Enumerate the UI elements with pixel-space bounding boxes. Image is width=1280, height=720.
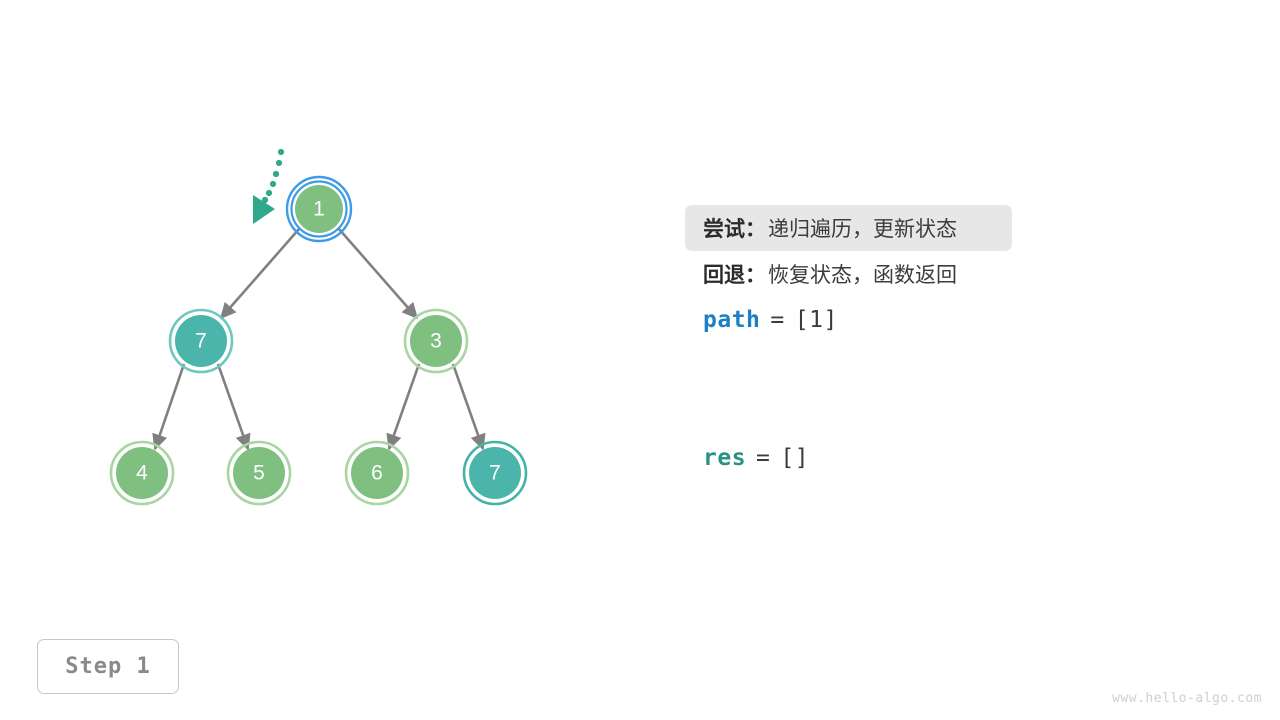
edge-1-to-7 [219,228,300,320]
recursion-pointer [253,148,285,224]
edge-3-to-6 [386,363,421,451]
tree-nodes: 1 7 3 4 5 6 [109,175,528,506]
retreat-value: 恢复状态，函数返回 [768,263,957,287]
node-ring-inner [290,180,348,238]
panel-spacer [685,343,1245,389]
node-circle [116,447,168,499]
node-circle [295,185,343,233]
pointer-dot [269,180,277,188]
attempt-status-line: 尝试： 递归遍历，更新状态 [685,205,1012,251]
edge-1-to-3 [338,228,419,320]
node-ring [109,440,175,506]
pointer-arrowhead-icon [253,195,275,224]
tree-node-1[interactable]: 1 [285,175,353,243]
attempt-value: 递归遍历，更新状态 [768,217,957,241]
node-label: 5 [253,462,265,485]
attempt-label: 尝试： [703,217,766,241]
tree-node-6[interactable]: 6 [344,440,410,506]
tree-edges [152,228,486,451]
tree-node-7-left[interactable]: 7 [168,308,234,374]
node-ring-active [285,175,353,243]
pointer-dot [261,196,269,204]
node-ring [226,440,292,506]
res-equals: = [756,445,771,471]
retreat-label: 回退： [703,263,766,287]
node-circle [351,447,403,499]
pointer-dot [275,159,283,167]
res-variable-line: res = [] [685,435,1245,481]
node-ring [168,308,234,374]
tree-node-4[interactable]: 4 [109,440,175,506]
node-circle [469,447,521,499]
node-label: 7 [489,462,501,485]
path-variable-line: path = [1] [685,297,1245,343]
tree-diagram: 1 7 3 4 5 6 [109,148,528,506]
node-ring [403,308,469,374]
pointer-dot [272,170,280,178]
path-variable-value: [1] [794,307,838,333]
edge-7-to-5 [216,363,251,451]
pointer-dot [277,148,285,156]
node-circle [175,315,227,367]
tree-node-3[interactable]: 3 [403,308,469,374]
tree-node-5[interactable]: 5 [226,440,292,506]
node-ring [344,440,410,506]
pointer-dot [265,189,273,197]
node-label: 7 [195,330,207,353]
info-panel: 尝试： 递归遍历，更新状态 回退： 恢复状态，函数返回 path = [1] r… [685,205,1245,481]
step-badge: Step 1 [37,639,179,694]
node-circle [233,447,285,499]
edge-7-to-4 [152,363,186,451]
watermark: www.hello-algo.com [1112,691,1262,706]
tree-node-7-right[interactable]: 7 [462,440,528,506]
node-ring [462,440,528,506]
node-label: 1 [313,198,325,221]
res-variable-value: [] [780,445,810,471]
node-label: 6 [371,462,383,485]
edge-3-to-7b [451,363,486,451]
node-label: 4 [136,462,148,485]
node-circle [410,315,462,367]
path-variable-name: path [703,307,761,333]
panel-spacer [685,389,1245,435]
retreat-status-line: 回退： 恢复状态，函数返回 [685,251,1245,297]
res-variable-name: res [703,445,747,471]
node-label: 3 [430,330,442,353]
path-equals: = [770,307,785,333]
